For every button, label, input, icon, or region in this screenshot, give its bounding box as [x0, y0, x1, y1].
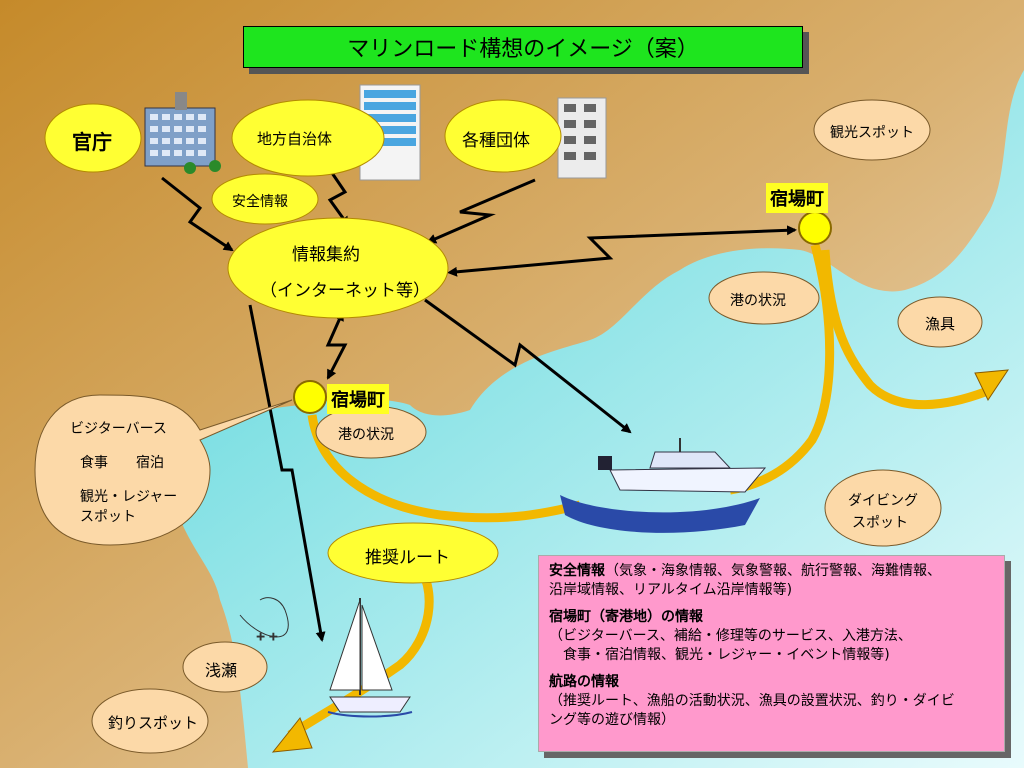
- route-arrowhead-right: [974, 369, 1009, 402]
- info-koro-text-a: （推奨ルート、漁船の活動状況、漁具の設置状況、釣り・ダイビ: [549, 693, 955, 709]
- info-section-anzen: 安全情報（気象・海象情報、気象警報、航行警報、海難情報、 沿岸域情報、リアルタイ…: [549, 562, 994, 600]
- bubble-dantai: [444, 99, 562, 173]
- arrow-shuyaku-shukuba-center: [325, 310, 348, 380]
- label-chiho: 地方自治体: [257, 130, 333, 148]
- info-koro-text-b: ング等の遊び情報）: [549, 712, 675, 728]
- bubble-kancho: [44, 103, 142, 173]
- bubble-anzen: [211, 173, 319, 225]
- arrow-shuyaku-boat: [424, 298, 632, 434]
- building-dantai: [557, 97, 607, 179]
- shallows-marks: + +: [239, 597, 289, 644]
- info-section-koro: 航路の情報 （推奨ルート、漁船の活動状況、漁具の設置状況、釣り・ダイビ ング等の…: [549, 673, 994, 730]
- info-koro-title: 航路の情報: [549, 674, 619, 690]
- arrow-shuyaku-shukuba-right: [447, 225, 797, 277]
- bubble-suisho: [327, 522, 499, 584]
- bubble-shuyaku: [227, 217, 449, 319]
- shukuba-center-dot: [293, 380, 327, 414]
- callout-line-1: ビジターバース: [70, 421, 167, 437]
- spot-gyogu: [897, 296, 983, 348]
- label-asase: 浅瀬: [205, 661, 238, 680]
- route-curve-right-down: [820, 249, 987, 410]
- label-shuyaku-2: （インターネット等）: [260, 281, 430, 301]
- info-anzen-title: 安全情報: [549, 563, 605, 579]
- callout-line-3: 観光・レジャー: [80, 489, 178, 505]
- spot-kanko: [813, 99, 931, 161]
- label-tsuri: 釣りスポット: [108, 714, 199, 732]
- callout-bubble: [34, 394, 293, 546]
- spot-minato-right: [708, 271, 820, 325]
- label-suisho: 推奨ルート: [365, 548, 450, 568]
- label-dantai: 各種団体: [462, 131, 530, 151]
- shukuba-right-dot: [798, 211, 832, 245]
- info-panel: 安全情報（気象・海象情報、気象警報、航行警報、海難情報、 沿岸域情報、リアルタイ…: [538, 555, 1005, 752]
- label-diving-1: ダイビング: [848, 493, 918, 509]
- label-anzen: 安全情報: [232, 194, 288, 210]
- info-anzen-text-a: （気象・海象情報、気象警報、航行警報、海難情報、: [605, 563, 941, 579]
- label-kanko: 観光スポット: [830, 125, 914, 141]
- route-curve-sail: [287, 557, 434, 739]
- info-shukuba-text-a: （ビジターバース、補給・修理等のサービス、入港方法、: [549, 628, 912, 644]
- arrow-kancho: [161, 176, 234, 252]
- spot-tsuri: [91, 688, 209, 754]
- bubble-chiho: [231, 99, 385, 177]
- label-minato-right: 港の状況: [730, 293, 786, 309]
- label-kancho: 官庁: [72, 130, 112, 154]
- building-kancho: [144, 92, 221, 174]
- label-diving-2: スポット: [852, 515, 908, 531]
- spot-diving: [824, 469, 942, 547]
- label-gyogu: 漁具: [925, 315, 956, 333]
- info-anzen-text-b: 沿岸域情報、リアルタイム沿岸情報等): [549, 582, 793, 598]
- label-shukuba-right: 宿場町: [766, 183, 828, 213]
- spot-asase: [182, 641, 268, 693]
- route-arrowhead-sail: [271, 717, 313, 753]
- label-shukuba-center: 宿場町: [327, 384, 389, 414]
- page-title: マリンロード構想のイメージ（案）: [243, 26, 803, 68]
- svg-text:+ +: + +: [256, 630, 278, 643]
- info-shukuba-text-b: 食事・宿泊情報、観光・レジャー・イベント情報等): [549, 647, 890, 663]
- motorboat: [560, 438, 767, 533]
- arrow-chiho: [327, 169, 350, 227]
- callout-line-2: 食事 宿泊: [80, 455, 164, 471]
- info-section-shukuba: 宿場町（寄港地）の情報 （ビジターバース、補給・修理等のサービス、入港方法、 食…: [549, 608, 994, 665]
- label-shuyaku-1: 情報集約: [292, 245, 360, 265]
- info-shukuba-title: 宿場町（寄港地）の情報: [549, 609, 703, 625]
- route-curve-center: [307, 414, 582, 523]
- route-curve-right-up: [729, 243, 835, 495]
- callout-line-4: スポット: [80, 509, 136, 525]
- arrow-shuyaku-sailboat: [248, 304, 326, 642]
- sailboat: [327, 598, 413, 718]
- label-minato-center: 港の状況: [338, 427, 394, 443]
